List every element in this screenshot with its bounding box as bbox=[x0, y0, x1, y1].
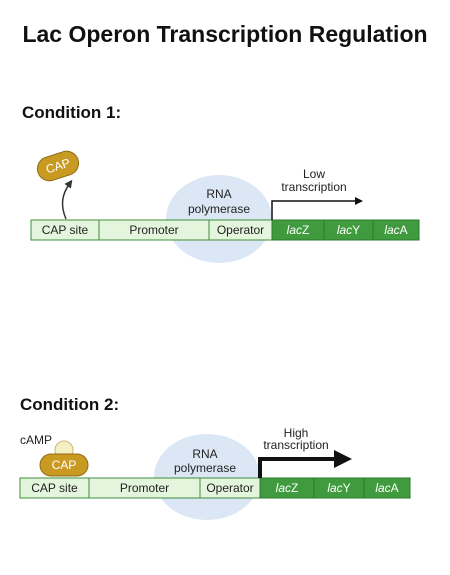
cap-site-label-1: CAP site bbox=[42, 223, 89, 237]
lacy-label-2: lacY bbox=[327, 481, 350, 495]
low-transcription-arrowhead bbox=[355, 197, 363, 205]
operator-label-2: Operator bbox=[206, 481, 253, 495]
laca-label-1: lacA bbox=[384, 223, 407, 237]
cap-protein-1: CAP bbox=[36, 150, 80, 182]
cap-protein-2-label: CAP bbox=[52, 458, 77, 472]
lacz-label-2: lacZ bbox=[276, 481, 299, 495]
rna-polymerase-2-label-line2: polymerase bbox=[174, 461, 236, 475]
low-transcription-label-line1: Low bbox=[303, 167, 325, 181]
lacz-label-1: lacZ bbox=[287, 223, 310, 237]
laca-label-2: lacA bbox=[375, 481, 398, 495]
condition-1-label: Condition 1: bbox=[22, 103, 121, 122]
condition-2-label: Condition 2: bbox=[20, 395, 119, 414]
condition-1-panel: Condition 1: RNA polymerase CAP CAP site… bbox=[22, 103, 420, 263]
high-transcription-arrowhead bbox=[334, 450, 352, 468]
cap-site-label-2: CAP site bbox=[31, 481, 78, 495]
lacy-label-1: lacY bbox=[337, 223, 360, 237]
high-transcription-arrow bbox=[258, 457, 336, 478]
operator-label-1: Operator bbox=[217, 223, 264, 237]
page-title: Lac Operon Transcription Regulation bbox=[22, 21, 427, 47]
rna-polymerase-1-label-line2: polymerase bbox=[188, 202, 250, 216]
camp-label: cAMP bbox=[20, 433, 52, 447]
rna-polymerase-1-label-line1: RNA bbox=[206, 187, 231, 201]
low-transcription-label-line2: transcription bbox=[281, 180, 346, 194]
cap-protein-2 bbox=[39, 453, 89, 477]
promoter-label-2: Promoter bbox=[120, 481, 169, 495]
high-transcription-label-line2: transcription bbox=[263, 438, 328, 452]
rna-polymerase-2-label-line1: RNA bbox=[192, 447, 217, 461]
promoter-label-1: Promoter bbox=[129, 223, 178, 237]
rna-polymerase-1 bbox=[166, 175, 272, 263]
condition-2-panel: Condition 2: RNA polymerase cAMP CAP CAP… bbox=[19, 395, 411, 520]
cap-release-arrow bbox=[61, 179, 73, 220]
high-transcription-label-line1: High bbox=[284, 426, 309, 440]
laca-gene-1 bbox=[372, 219, 420, 241]
laca-gene-2 bbox=[363, 477, 411, 499]
low-transcription-arrow bbox=[271, 200, 356, 220]
